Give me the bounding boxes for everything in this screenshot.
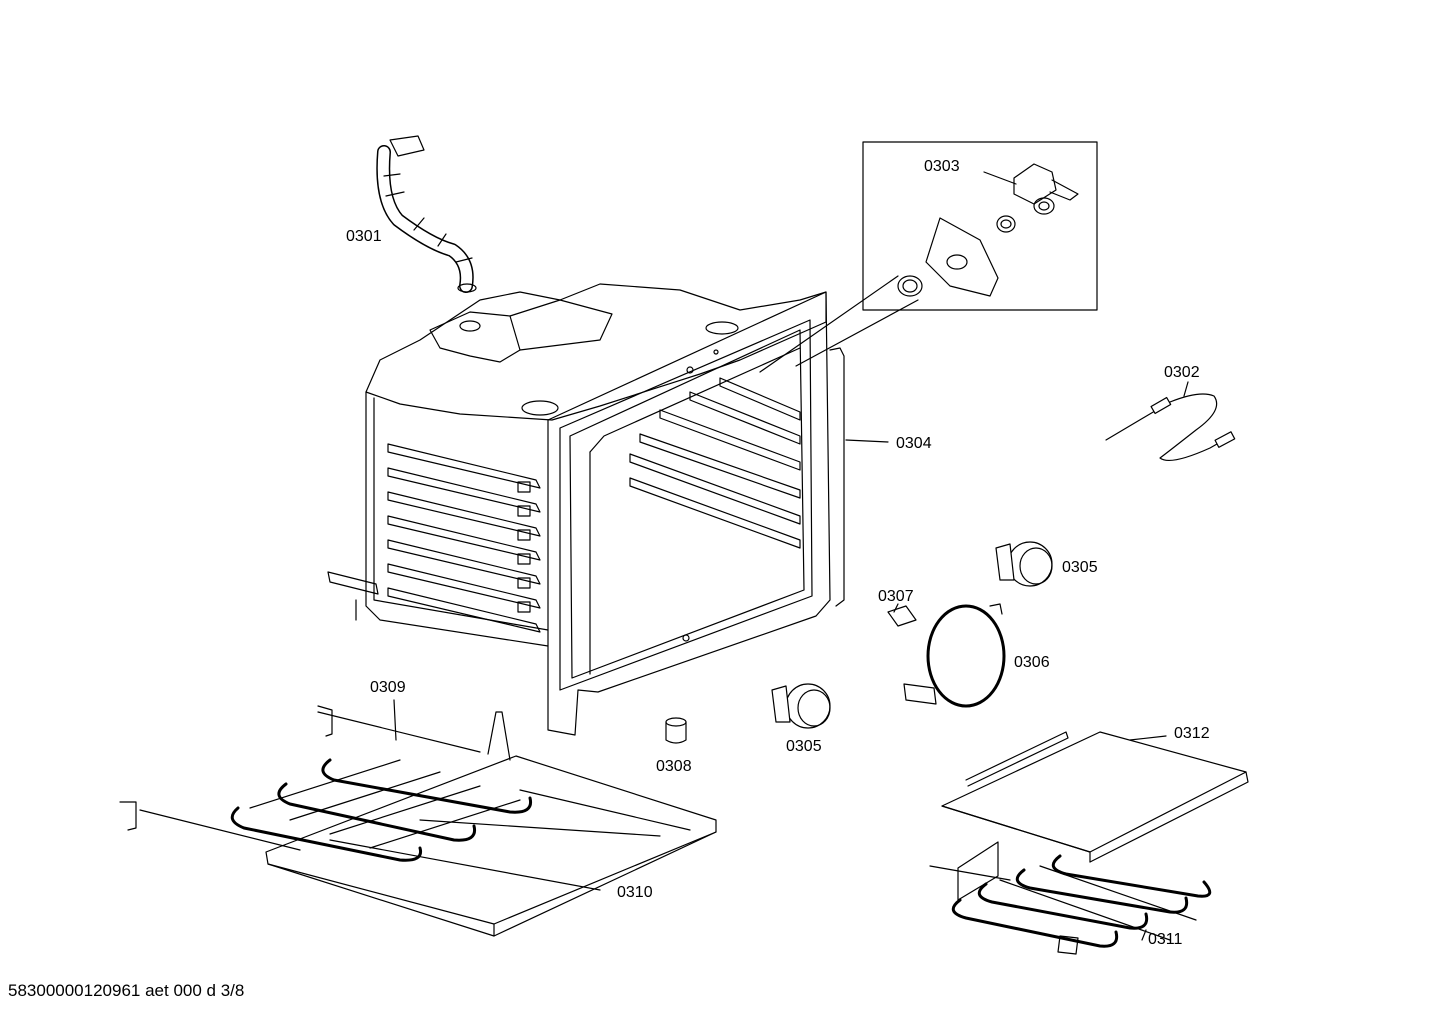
ring-heater-0306 — [903, 603, 1006, 708]
label-0304: 0304 — [896, 435, 932, 452]
label-0311: 0311 — [1148, 931, 1183, 948]
label-0308: 0308 — [656, 758, 692, 775]
top-heater-0311 — [929, 841, 1212, 955]
pipe-part-0301 — [376, 135, 477, 293]
label-0302: 0302 — [1164, 364, 1200, 381]
label-0301: 0301 — [346, 228, 382, 245]
right-side-rails — [629, 377, 801, 549]
label-0312: 0312 — [1174, 725, 1210, 742]
sensor-probe-0302 — [1105, 381, 1236, 461]
label-0305-lower: 0305 — [786, 738, 822, 755]
cover-plate-0312 — [941, 731, 1249, 863]
base-plate-0310 — [265, 755, 717, 937]
label-0303: 0303 — [924, 158, 960, 175]
label-0306: 0306 — [1014, 654, 1050, 671]
part-labels: 0301 0302 0303 0304 0305 0305 0306 0307 … — [346, 158, 1210, 948]
label-0309: 0309 — [370, 679, 406, 696]
label-0307: 0307 — [878, 588, 914, 605]
lamp-part-0305-upper — [995, 541, 1053, 587]
bottom-heater-0309 — [119, 699, 533, 862]
cap-0308 — [665, 717, 687, 744]
oven-cavity — [327, 283, 845, 736]
left-side-rails — [387, 443, 541, 633]
document-footer-code: 58300000120961 aet 000 d 3/8 — [8, 981, 245, 1000]
label-0305-upper: 0305 — [1062, 559, 1098, 576]
label-0310: 0310 — [617, 884, 653, 901]
bracket-0307 — [887, 603, 917, 627]
lamp-part-0305-lower — [771, 683, 831, 729]
